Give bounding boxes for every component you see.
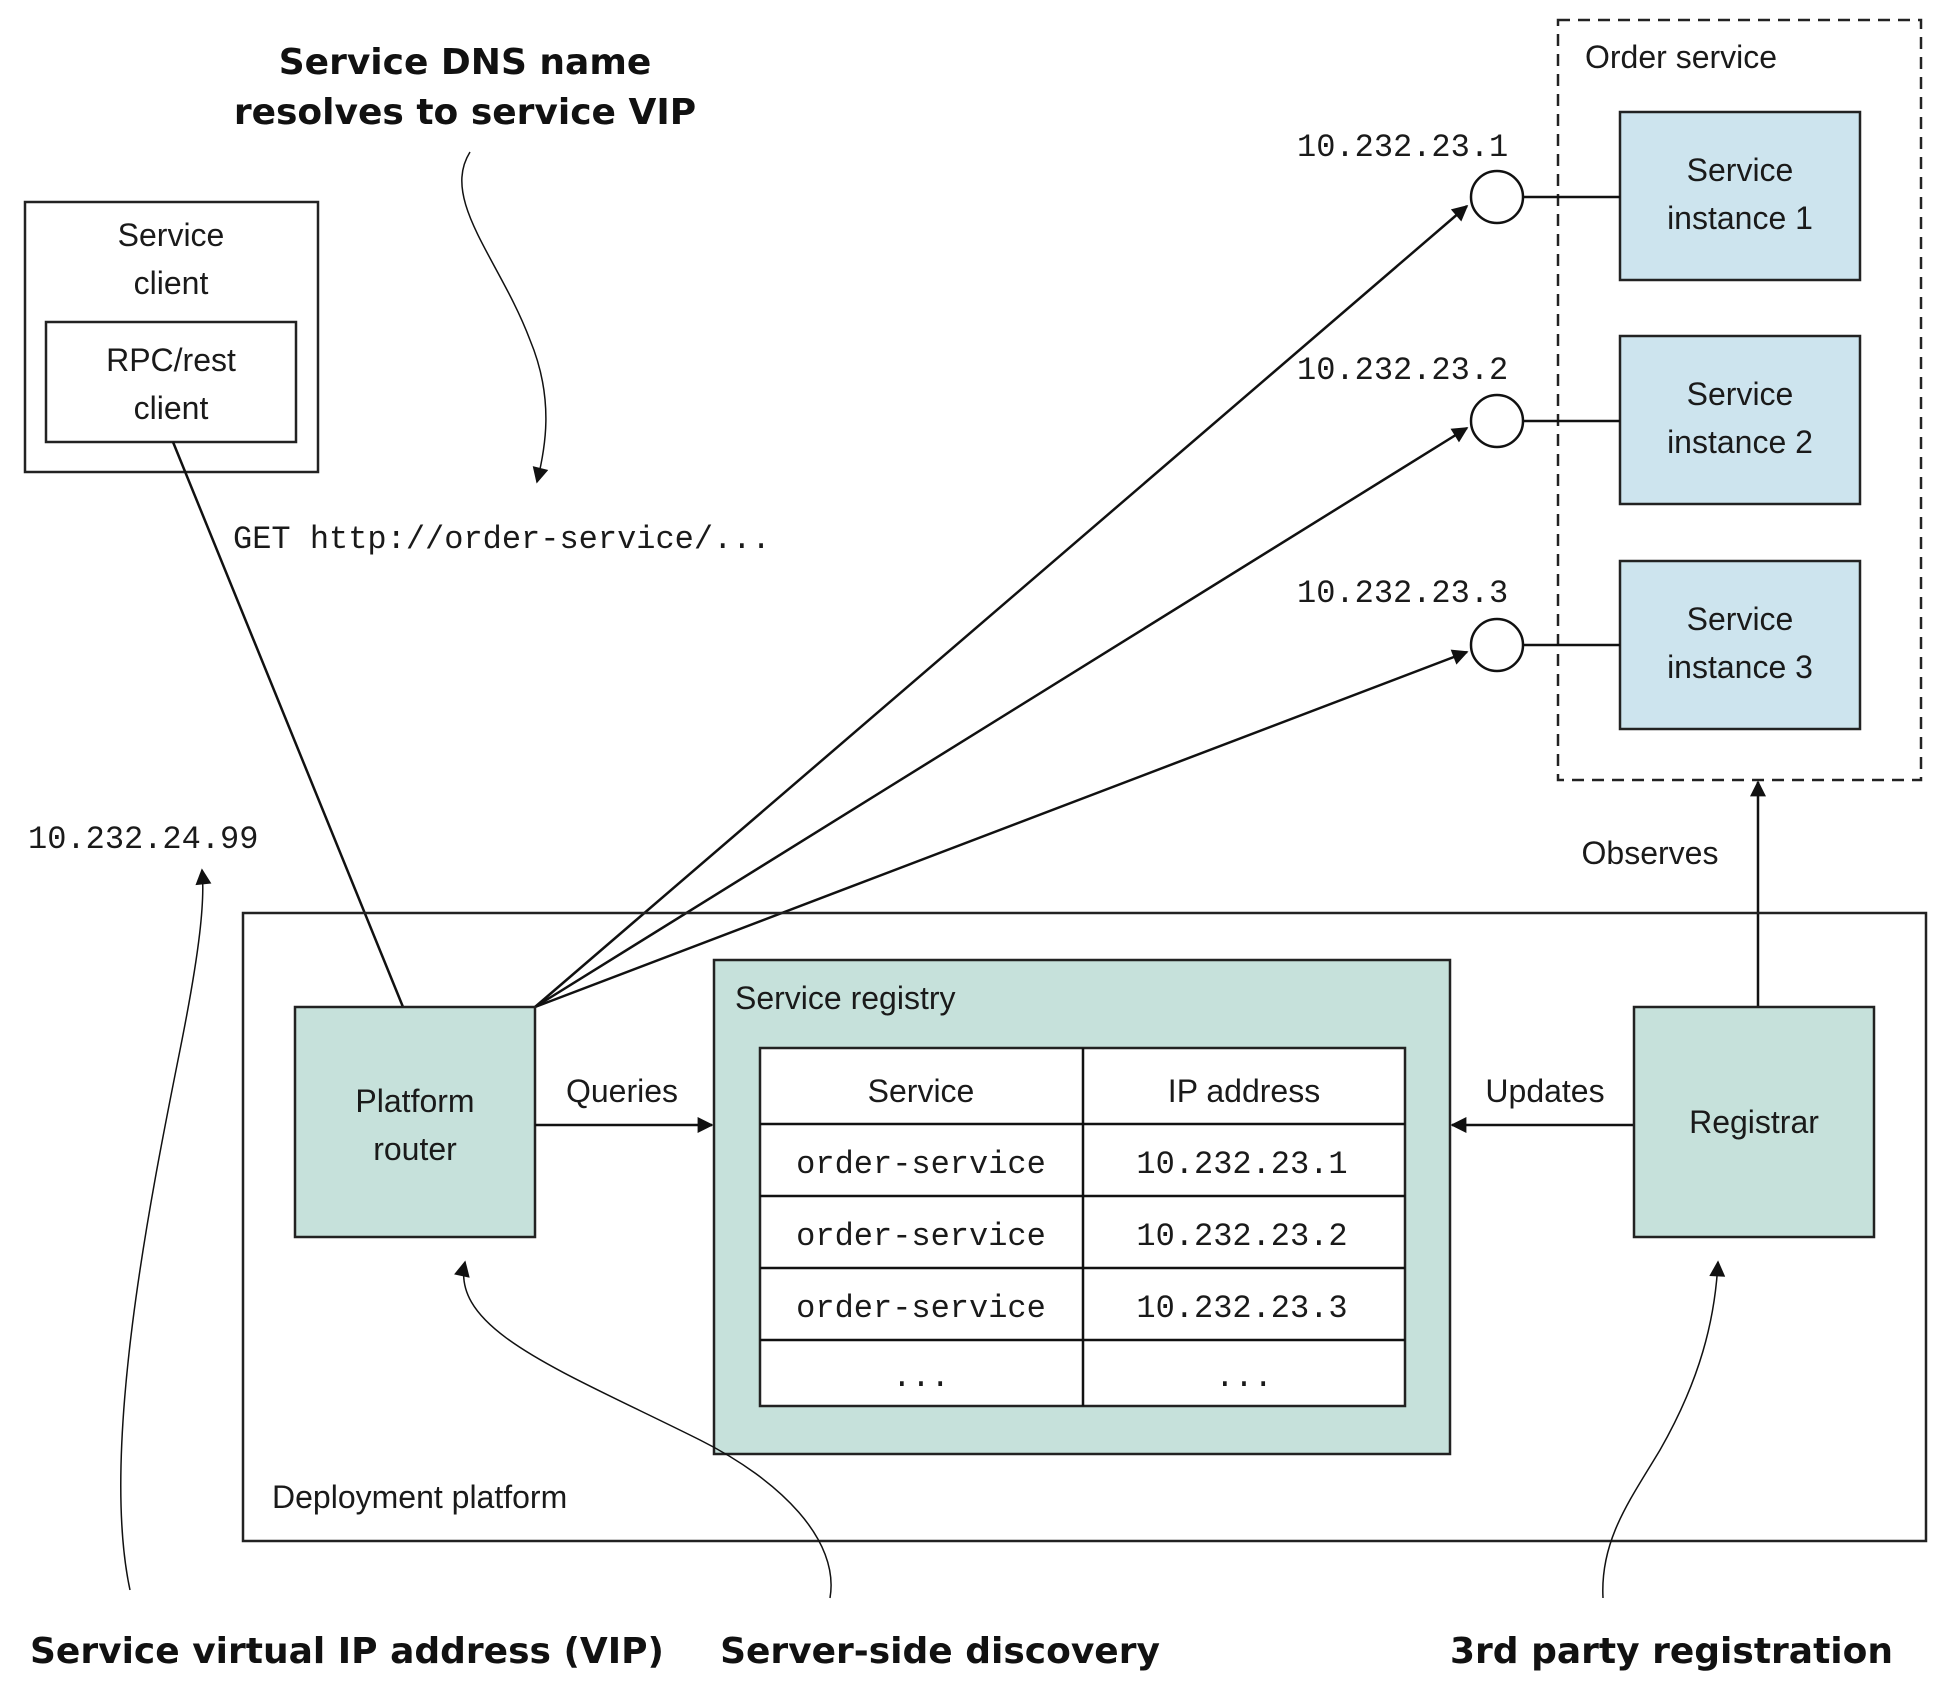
request-label: GET http://order-service/...	[233, 521, 771, 558]
third-party-registration-pointer	[1602, 1260, 1726, 1599]
vip-annotation: Service virtual IP address (VIP)	[30, 1631, 664, 1672]
queries-label: Queries	[566, 1073, 678, 1109]
registry-cell-ip: 10.232.23.1	[1136, 1146, 1347, 1183]
platform-router-box	[293, 1005, 537, 1239]
server-side-discovery-annotation: Server-side discovery	[720, 1631, 1160, 1672]
registry-header-ip-address: IP address	[1168, 1073, 1320, 1109]
service-instance-3-line1: Service	[1687, 601, 1794, 637]
instance-2-ip-label: 10.232.23.2	[1297, 352, 1508, 389]
registry-cell-ip: 10.232.23.2	[1136, 1218, 1347, 1255]
registry-cell-service: order-service	[796, 1290, 1046, 1327]
dns-annotation-line1: Service DNS name	[279, 42, 652, 83]
dns-annotation-line2: resolves to service VIP	[234, 92, 696, 133]
router-to-instance-3-arrow	[534, 649, 1469, 1009]
dns-annotation-pointer	[461, 151, 549, 484]
updates-label: Updates	[1485, 1073, 1604, 1109]
registrar-box	[1632, 1005, 1876, 1239]
platform-router-line1: Platform	[355, 1083, 474, 1119]
service-instance-1-line2: instance 1	[1667, 200, 1813, 236]
registry-cell-ip: 10.232.23.3	[1136, 1290, 1347, 1327]
service-instance-3-line2: instance 3	[1667, 649, 1813, 685]
registry-table: Service IP address order-service 10.232.…	[758, 1046, 1407, 1408]
server-side-discovery-pointer	[454, 1260, 832, 1599]
registrar-label: Registrar	[1689, 1104, 1819, 1140]
service-instance-2	[1618, 334, 1862, 506]
vip-annotation-pointer	[120, 868, 212, 1591]
registry-cell-ip: ...	[1215, 1359, 1273, 1396]
service-instance-1	[1618, 110, 1862, 282]
service-client-title-line2: client	[134, 265, 209, 301]
observes-label: Observes	[1582, 835, 1719, 871]
registry-cell-service: order-service	[796, 1146, 1046, 1183]
instance-3-ip-label: 10.232.23.3	[1297, 575, 1508, 612]
deployment-platform-title: Deployment platform	[272, 1479, 567, 1515]
instance-3-port	[1469, 617, 1525, 673]
registry-cell-service: ...	[892, 1359, 950, 1396]
service-client-title-line1: Service	[118, 217, 225, 253]
service-instance-1-line1: Service	[1687, 152, 1794, 188]
router-to-instance-1-arrow	[534, 204, 1469, 1008]
instance-1-ip-label: 10.232.23.1	[1297, 129, 1508, 166]
deployment-platform-box	[241, 911, 1928, 1543]
service-instance-3	[1618, 559, 1862, 731]
platform-router-line2: router	[373, 1131, 457, 1167]
order-service-title: Order service	[1585, 39, 1777, 75]
rpc-rest-client-line2: client	[134, 390, 209, 426]
instance-2-port	[1469, 393, 1525, 449]
service-registry-title: Service registry	[735, 980, 956, 1016]
order-service-group	[1556, 18, 1923, 782]
registry-header-service: Service	[868, 1073, 975, 1109]
rpc-rest-client-line1: RPC/rest	[106, 342, 236, 378]
service-instance-2-line2: instance 2	[1667, 424, 1813, 460]
vip-address-label: 10.232.24.99	[28, 821, 258, 858]
service-instance-2-line1: Service	[1687, 376, 1794, 412]
router-to-instance-2-arrow	[534, 426, 1469, 1009]
instance-1-port	[1469, 169, 1525, 225]
third-party-registration-annotation: 3rd party registration	[1450, 1631, 1893, 1672]
registry-cell-service: order-service	[796, 1218, 1046, 1255]
rpc-rest-client-box	[44, 320, 298, 444]
